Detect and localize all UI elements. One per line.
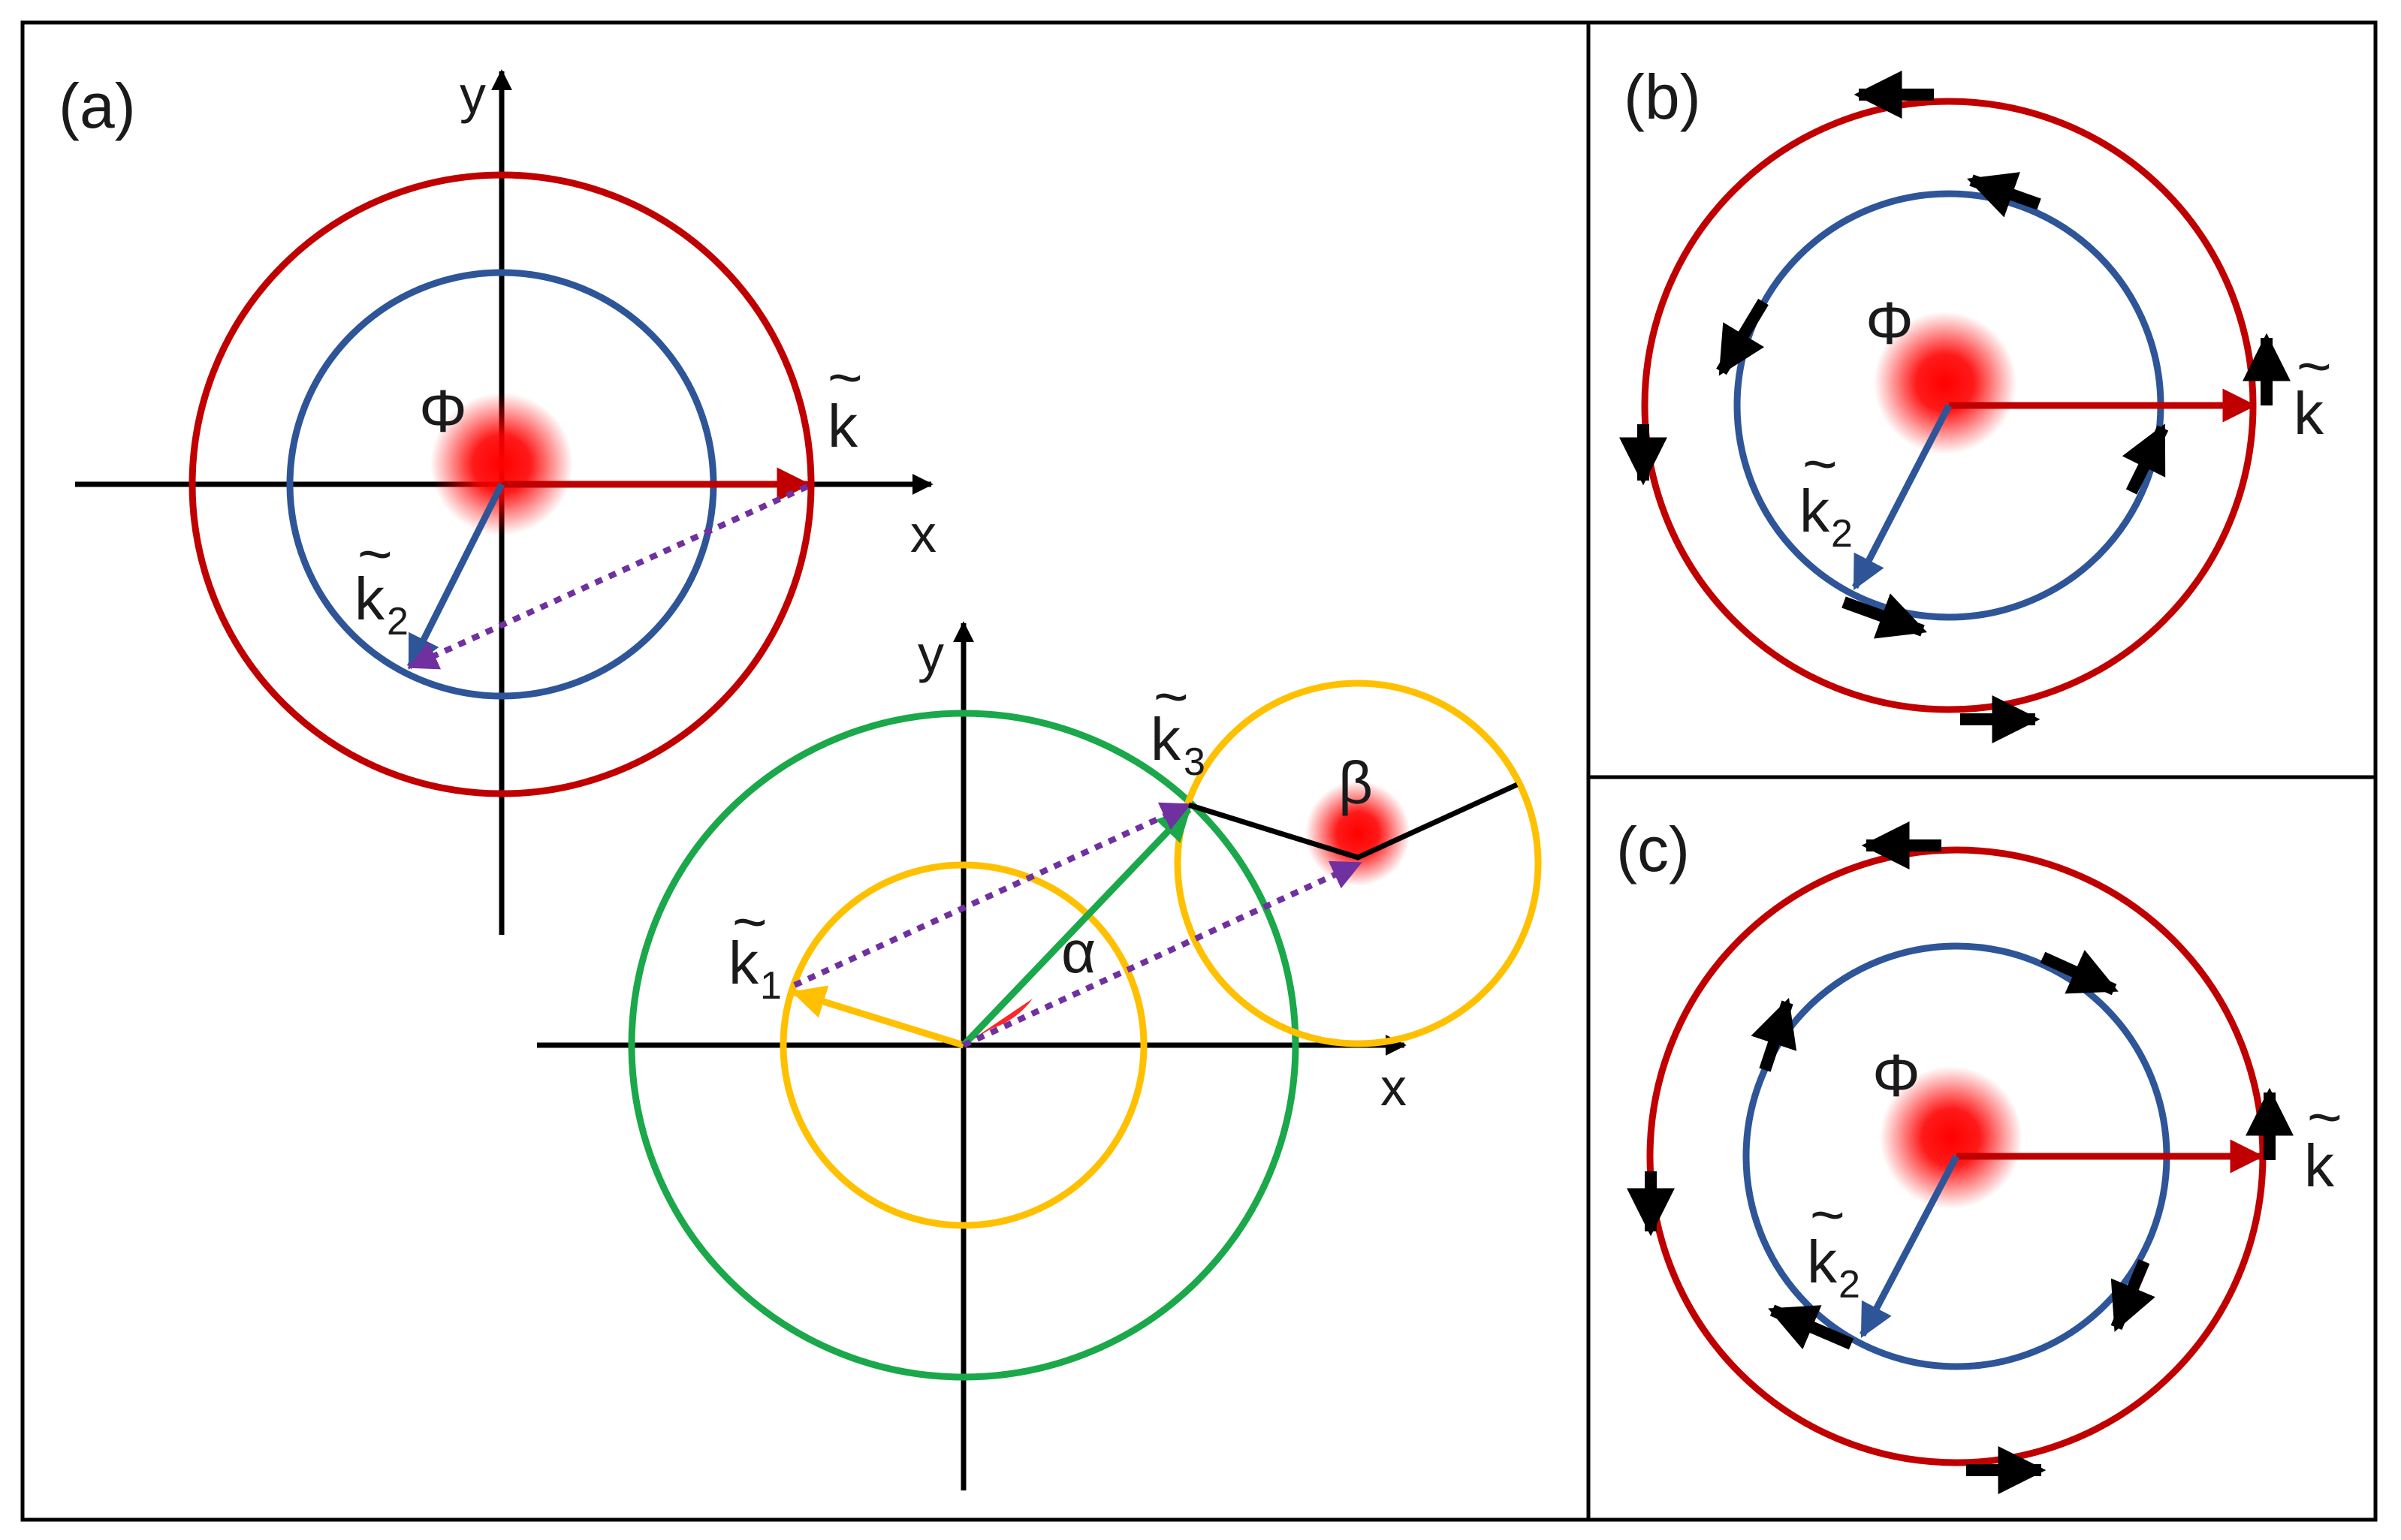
k-tilde-c: ~ <box>2307 1083 2342 1150</box>
upper-y-label: y <box>460 65 486 124</box>
k2-vector-upper <box>406 482 505 671</box>
arrow-b-3 <box>1716 298 1769 376</box>
k1-vector <box>791 985 965 1049</box>
k-tilde-upper: ~ <box>828 344 863 411</box>
phi-glow-beta <box>1305 781 1410 886</box>
k1-sub: 1 <box>760 964 782 1008</box>
beta-angle-lines <box>1187 782 1519 860</box>
lower-axes <box>537 621 1407 1490</box>
k3-label: k <box>1151 706 1181 773</box>
k-label-b: k <box>2294 380 2324 447</box>
beta-label: β <box>1338 749 1373 816</box>
k2-sub-b: 2 <box>1831 512 1853 556</box>
panel-a-label: (a) <box>59 71 136 141</box>
arrow-c-2 <box>2040 950 2119 996</box>
dotted-k1-to-k3 <box>793 802 1192 988</box>
k-label-upper: k <box>828 393 858 460</box>
phi-label-c: Φ <box>1872 1042 1920 1109</box>
yellow-circle-outer <box>1174 680 1542 1047</box>
dotted-origin-to-beta <box>962 860 1362 1048</box>
k2-vector-c <box>1860 1154 1959 1338</box>
rotation-arrows-b <box>1619 71 2291 743</box>
phi-label-b: Φ <box>1866 290 1914 357</box>
dotted-k-minus-k2-upper <box>407 484 809 670</box>
phi-glow-c <box>1880 1066 2022 1209</box>
k3-vector <box>961 806 1192 1048</box>
k2-label-b: k <box>1799 478 1830 544</box>
arrow-b-2 <box>1966 172 2041 218</box>
yellow-circle-inner <box>780 861 1148 1229</box>
arrow-b-7 <box>1841 593 1928 639</box>
lower-y-label: y <box>918 625 944 683</box>
k2-sub-c: 2 <box>1838 1263 1860 1306</box>
panel-c-frame <box>1586 775 2378 1522</box>
red-circle-upper <box>189 171 815 797</box>
phi-label-upper: Φ <box>419 378 467 445</box>
k2-vector-b <box>1852 403 1952 590</box>
alpha-label: α <box>1061 918 1096 985</box>
k2-label-c: k <box>1807 1228 1838 1295</box>
arrow-b-6 <box>2122 423 2169 495</box>
k2-sub-upper: 2 <box>387 600 409 643</box>
k3-sub: 3 <box>1184 740 1205 784</box>
k2-tilde-b: ~ <box>1802 430 1838 497</box>
panel-frames <box>20 20 2378 1522</box>
phi-glow-upper <box>430 393 573 535</box>
phi-glow-b <box>1874 312 2016 454</box>
green-circle <box>628 710 1299 1381</box>
arrow-c-3 <box>1751 997 1797 1072</box>
k-tilde-b: ~ <box>2297 333 2332 399</box>
k2-tilde-upper: ~ <box>357 520 393 587</box>
k1-tilde: ~ <box>732 888 768 955</box>
k1-label: k <box>728 930 759 996</box>
panel-a: (a) x y Φ ~ k ~ k 2 x y <box>59 65 1542 1490</box>
panel-b: (b) Φ ~ k ~ k 2 <box>1619 62 2332 743</box>
lower-x-label: x <box>1380 1058 1407 1117</box>
panel-c-label: (c) <box>1616 814 1690 885</box>
rotation-arrows-c <box>1627 821 2294 1494</box>
k2-label-upper: k <box>354 565 385 632</box>
panel-c: (c) Φ ~ k ~ k 2 <box>1616 814 2342 1494</box>
arrow-c-7 <box>1768 1304 1854 1350</box>
k-label-c: k <box>2304 1132 2335 1199</box>
k2-tilde-c: ~ <box>1810 1181 1845 1248</box>
arrow-c-6 <box>2110 1258 2155 1332</box>
panel-b-label: (b) <box>1624 62 1701 132</box>
upper-x-label: x <box>910 505 937 563</box>
alpha-glow-wedge <box>964 999 1033 1045</box>
k3-tilde: ~ <box>1154 663 1189 730</box>
